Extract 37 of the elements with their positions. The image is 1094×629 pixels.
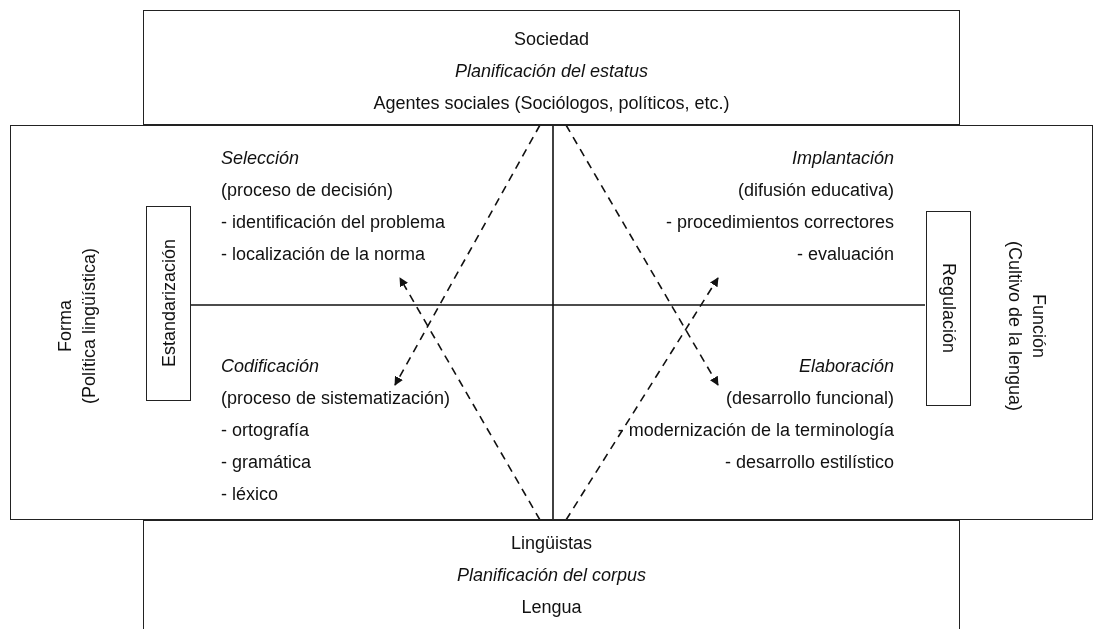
box-label: Regulación bbox=[937, 263, 960, 354]
label-box bbox=[926, 211, 971, 406]
quadrant-heading: Selección bbox=[221, 147, 300, 170]
list-item: - léxico bbox=[221, 483, 278, 506]
arrow bbox=[399, 277, 541, 521]
list-item: (desarrollo funcional) bbox=[725, 387, 894, 410]
axis-label: Función (Cultivo de la lengua) bbox=[1004, 239, 1050, 414]
label-box bbox=[146, 206, 191, 401]
axis-label: Forma (Política lingüística) bbox=[54, 246, 100, 407]
list-item: - identificación del problema bbox=[221, 211, 446, 234]
quadrant-heading: Elaboración bbox=[798, 355, 894, 378]
list-item: - localización de la norma bbox=[221, 243, 426, 266]
status-box bbox=[143, 10, 960, 125]
list-item: - modernización de la terminología bbox=[617, 419, 894, 442]
list-item: (proceso de sistematización) bbox=[221, 387, 451, 410]
divider-line bbox=[552, 124, 554, 521]
list-item: (proceso de decisión) bbox=[221, 179, 394, 202]
box-label: Estandarización bbox=[157, 239, 180, 368]
quadrant-heading: Codificación bbox=[221, 355, 320, 378]
arrow bbox=[565, 277, 719, 521]
list-item: - gramática bbox=[221, 451, 312, 474]
quadrant-heading: Implantación bbox=[791, 147, 894, 170]
box-text: Planificación del corpus bbox=[456, 564, 647, 587]
list-item: - desarrollo estilístico bbox=[724, 451, 894, 474]
box-text: Sociedad bbox=[513, 28, 590, 51]
divider-line bbox=[190, 304, 926, 306]
box-text: Lingüistas bbox=[510, 532, 593, 555]
list-item: (difusión educativa) bbox=[737, 179, 894, 202]
list-item: - ortografía bbox=[221, 419, 310, 442]
matrix-frame bbox=[10, 125, 1093, 520]
arrow bbox=[394, 124, 541, 386]
arrow bbox=[565, 124, 719, 386]
list-item: - evaluación bbox=[796, 243, 894, 266]
box-text: Agentes sociales (Sociólogos, políticos, etc.) bbox=[373, 92, 730, 115]
box-text: Planificación del estatus bbox=[454, 60, 649, 83]
box-text: Lengua bbox=[521, 596, 582, 619]
list-item: - procedimientos correctores bbox=[665, 211, 894, 234]
